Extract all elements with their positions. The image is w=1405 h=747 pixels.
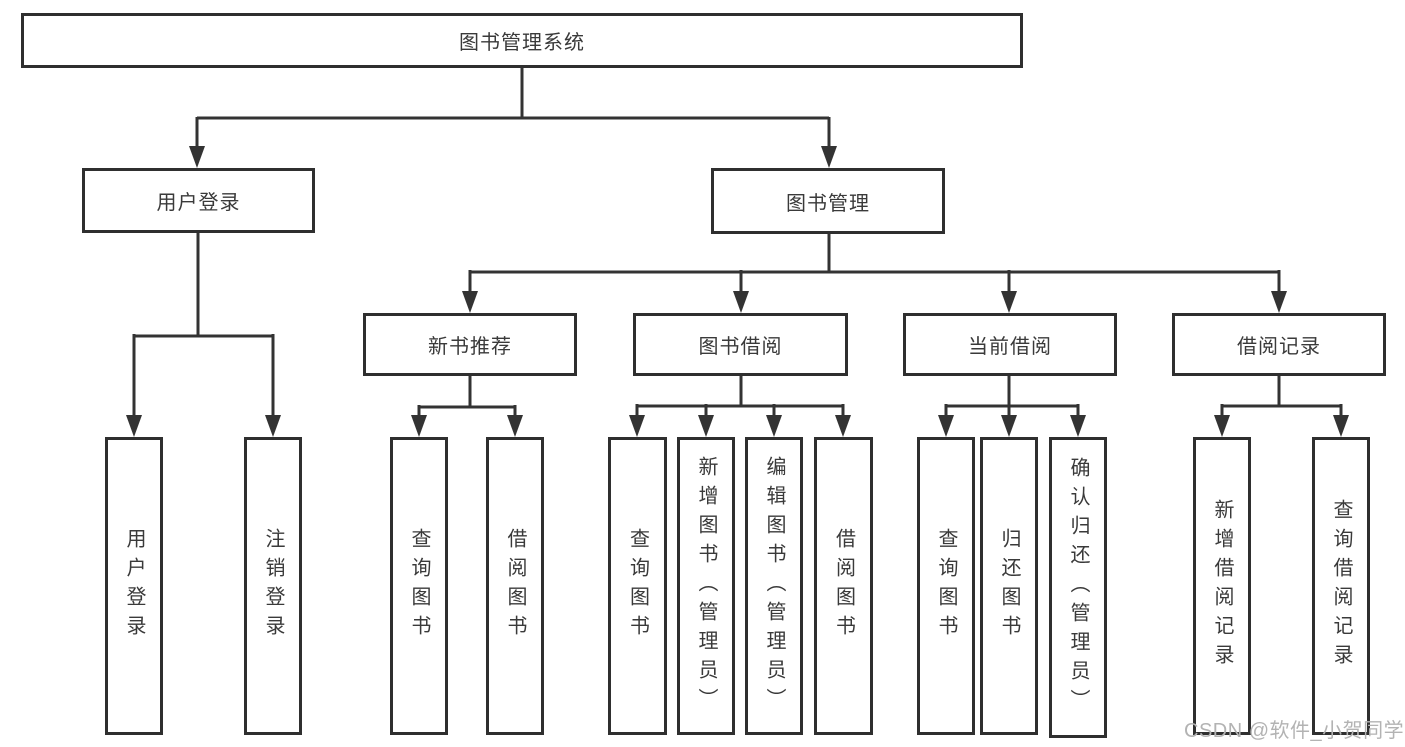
node-new-book-recommend: 新书推荐 [363, 313, 577, 376]
leaf-logout: 注销登录 [244, 437, 302, 735]
leaf-query-books-recommend: 查询图书 [390, 437, 448, 735]
node-book-borrowing: 图书借阅 [633, 313, 848, 376]
leaf-query-books-borrowing: 查询图书 [608, 437, 667, 735]
leaf-return-books-label: 归还图书 [998, 528, 1020, 644]
leaf-confirm-return-admin: 确认归还（管理员） [1049, 437, 1107, 738]
leaf-edit-books-admin: 编辑图书（管理员） [745, 437, 803, 735]
leaf-return-books: 归还图书 [980, 437, 1038, 735]
node-root-label: 图书管理系统 [459, 32, 585, 54]
leaf-borrow-books-recommend-label: 借阅图书 [504, 528, 526, 644]
leaf-borrow-books-borrowing-label: 借阅图书 [832, 528, 855, 644]
node-book-management: 图书管理 [711, 168, 945, 234]
leaf-query-borrow-record-label: 查询借阅记录 [1330, 499, 1352, 673]
node-root: 图书管理系统 [21, 13, 1023, 68]
connector-root-to-level2 [189, 68, 837, 168]
node-borrowing-records: 借阅记录 [1172, 313, 1386, 376]
leaf-query-books-recommend-label: 查询图书 [408, 528, 430, 644]
leaf-add-borrow-record-label: 新增借阅记录 [1211, 499, 1233, 673]
connector-bookmgmt-to-level3 [462, 234, 1287, 313]
connector-recommend-to-leaves [411, 376, 523, 437]
connector-borrowing-to-leaves [629, 376, 851, 437]
node-current-borrowing: 当前借阅 [903, 313, 1117, 376]
leaf-query-books-borrowing-label: 查询图书 [626, 528, 649, 644]
node-current-borrowing-label: 当前借阅 [968, 336, 1052, 358]
leaf-user-login-label: 用户登录 [123, 528, 145, 644]
leaf-add-books-admin-label: 新增图书（管理员） [695, 455, 717, 717]
leaf-query-books-current-label: 查询图书 [935, 528, 957, 644]
leaf-query-borrow-record: 查询借阅记录 [1312, 437, 1370, 735]
leaf-confirm-return-admin-label: 确认归还（管理员） [1067, 457, 1089, 718]
leaf-borrow-books-borrowing: 借阅图书 [814, 437, 873, 735]
leaf-logout-label: 注销登录 [262, 528, 284, 644]
leaf-add-borrow-record: 新增借阅记录 [1193, 437, 1251, 735]
node-user-login-label: 用户登录 [156, 192, 241, 214]
leaf-borrow-books-recommend: 借阅图书 [486, 437, 544, 735]
connector-records-to-leaves [1214, 376, 1349, 437]
node-user-login: 用户登录 [82, 168, 315, 233]
node-book-borrowing-label: 图书借阅 [698, 336, 783, 358]
leaf-edit-books-admin-label: 编辑图书（管理员） [763, 455, 785, 717]
leaf-query-books-current: 查询图书 [917, 437, 975, 735]
watermark: CSDN @软件_小贺同学 [1184, 720, 1405, 742]
connector-userlogin-to-leaves [126, 233, 281, 437]
leaf-user-login: 用户登录 [105, 437, 163, 735]
node-book-management-label: 图书管理 [786, 192, 870, 215]
connector-current-to-leaves [938, 376, 1086, 437]
node-new-book-recommend-label: 新书推荐 [428, 336, 512, 358]
leaf-add-books-admin: 新增图书（管理员） [677, 437, 735, 735]
node-borrowing-records-label: 借阅记录 [1237, 336, 1321, 358]
